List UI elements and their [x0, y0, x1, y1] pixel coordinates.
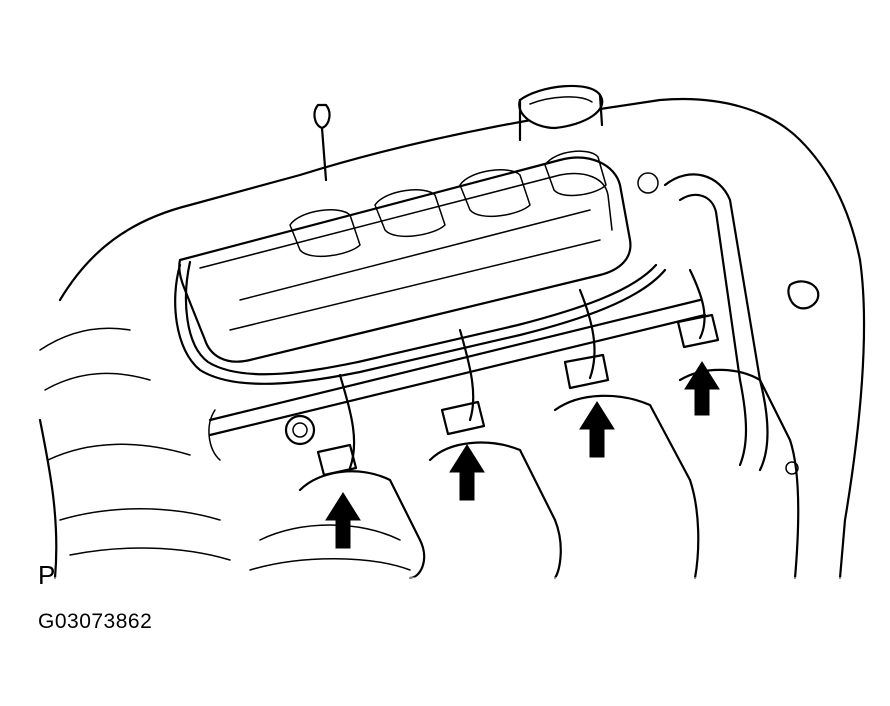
wire-harness [174, 260, 667, 385]
oil-filler-cap [518, 84, 604, 142]
figure-code: G03073862 [38, 610, 153, 633]
callout-arrows [325, 361, 720, 549]
coolant-hose [637, 172, 799, 475]
arrow-connector-4 [684, 361, 720, 416]
injector-connectors [316, 268, 720, 477]
intake-manifold [249, 368, 800, 580]
arrow-connector-3 [579, 401, 615, 458]
arrow-connector-1 [325, 492, 361, 549]
view-letter: P [38, 560, 56, 590]
arrow-connector-2 [449, 444, 485, 501]
engine-outline [38, 97, 866, 580]
sensor [787, 280, 820, 310]
cylinder-head-cover [178, 150, 632, 363]
dipstick [313, 103, 331, 182]
fuel-rail [208, 298, 707, 461]
